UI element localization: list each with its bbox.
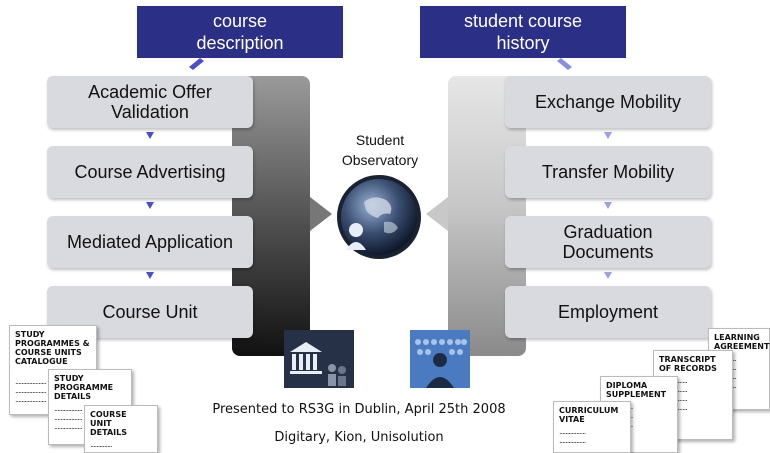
step-label: Course Unit <box>102 302 198 322</box>
arrow-down-icon <box>146 132 154 139</box>
footer-presented: Presented to RS3G in Dublin, April 25th … <box>212 402 506 417</box>
step-label: Course Advertising <box>74 162 226 182</box>
institution-icon <box>284 330 354 388</box>
doc-title: DIPLOMA SUPPLEMENT <box>606 381 667 399</box>
student-observatory-label: Student Observatory <box>325 130 435 170</box>
footer-authors: Digitary, Kion, Unisolution <box>274 430 444 445</box>
step-mediated-application: Mediated Application <box>47 216 253 268</box>
step-transfer-mobility: Transfer Mobility <box>505 146 711 198</box>
doc-title: STUDY PROGRAMMES & COURSE UNITS CATALOGU… <box>15 330 90 366</box>
arrow-down-icon <box>146 202 154 209</box>
doc-title: STUDY PROGRAMME DETAILS <box>54 374 114 401</box>
step-label: Employment <box>557 302 659 322</box>
doc-curriculum-vitae: CURRICULUM VITAE .......................… <box>553 401 631 453</box>
step-academic-offer-validation: Academic Offer Validation <box>47 76 253 128</box>
arrow-right-icon <box>310 197 332 231</box>
doc-title: CURRICULUM VITAE <box>559 406 619 424</box>
step-label: Academic Offer Validation <box>88 82 212 122</box>
header-student-course-history: student course history <box>420 6 626 58</box>
arrow-down-icon <box>604 272 612 279</box>
step-label: Graduation Documents <box>562 222 654 262</box>
students-crowd-icon <box>410 330 470 388</box>
step-graduation-documents: Graduation Documents <box>505 216 711 268</box>
step-label: Mediated Application <box>66 232 234 252</box>
header-left-label: course description <box>196 11 284 53</box>
step-exchange-mobility: Exchange Mobility <box>505 76 711 128</box>
step-label: Transfer Mobility <box>541 162 675 182</box>
arrow-left-icon <box>426 197 448 231</box>
header-right-pointer <box>557 58 572 70</box>
arrow-down-icon <box>604 132 612 139</box>
doc-title: COURSE UNIT DETAILS <box>90 410 127 437</box>
observatory-line1: Student <box>355 132 405 148</box>
header-course-description: course description <box>137 6 343 58</box>
header-right-label: student course history <box>463 11 583 53</box>
arrow-down-icon <box>604 202 612 209</box>
step-course-advertising: Course Advertising <box>47 146 253 198</box>
step-label: Exchange Mobility <box>534 92 682 112</box>
arrow-down-icon <box>146 272 154 279</box>
doc-course-unit-details: COURSE UNIT DETAILS .............. <box>84 405 158 453</box>
header-left-pointer <box>189 58 204 70</box>
doc-title: TRANSCRIPT OF RECORDS <box>659 355 717 373</box>
doc-title: LEARNING AGREEMENT <box>714 333 770 351</box>
step-employment: Employment <box>505 286 711 338</box>
globe-people-icon <box>337 175 421 259</box>
observatory-line2: Observatory <box>341 152 419 168</box>
